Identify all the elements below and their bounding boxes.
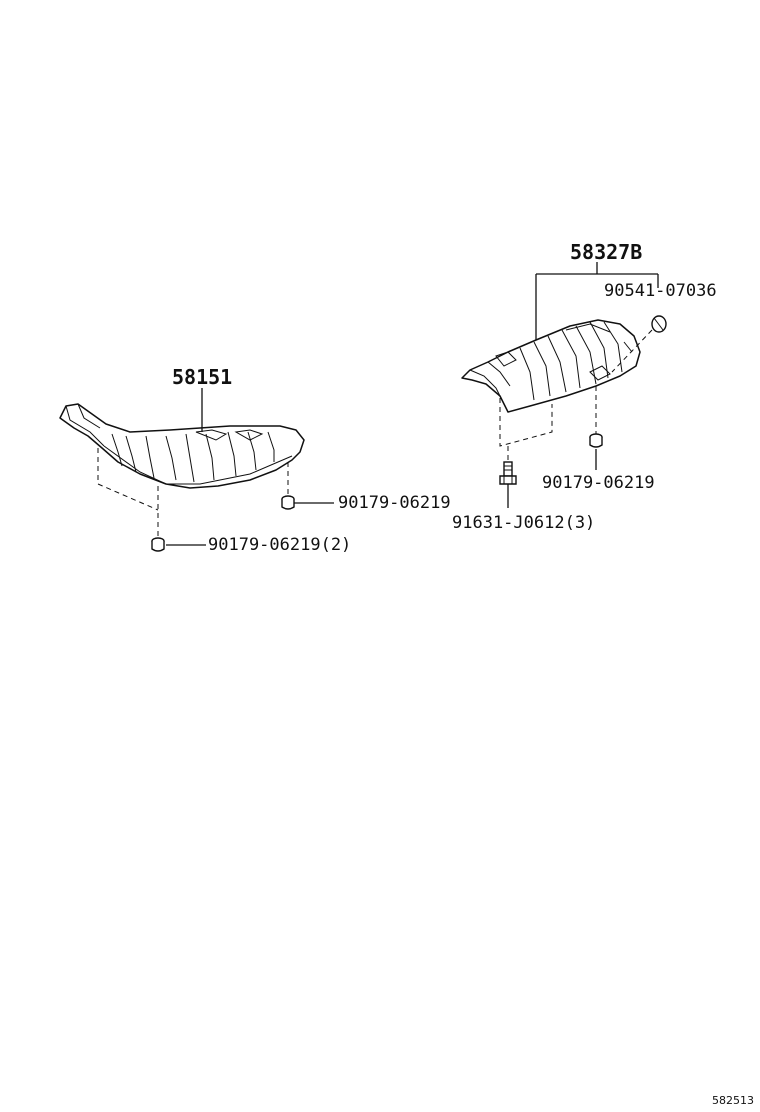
clip-90179-left-upper-icon[interactable] xyxy=(281,495,295,510)
part-number-91631[interactable]: 91631-J0612(3) xyxy=(452,513,595,533)
cap-90541-icon[interactable] xyxy=(651,315,667,333)
bolt-91631-icon[interactable] xyxy=(499,461,517,485)
diagram-code: 582513 xyxy=(712,1094,754,1107)
part-number-58151[interactable]: 58151 xyxy=(172,365,232,389)
part-number-90179-right[interactable]: 90179-06219 xyxy=(542,473,655,493)
clip-90179-left-lower-icon[interactable] xyxy=(151,537,165,552)
part-number-58327b[interactable]: 58327B xyxy=(570,240,642,264)
clip-90179-right-icon[interactable] xyxy=(589,433,603,448)
heat-shield-58151[interactable] xyxy=(59,403,305,489)
part-number-90179-left-upper[interactable]: 90179-06219 xyxy=(338,493,451,513)
part-number-90179-left-lower[interactable]: 90179-06219(2) xyxy=(208,535,351,555)
heat-shield-58327b[interactable] xyxy=(461,319,641,413)
part-number-90541[interactable]: 90541-07036 xyxy=(604,281,717,301)
